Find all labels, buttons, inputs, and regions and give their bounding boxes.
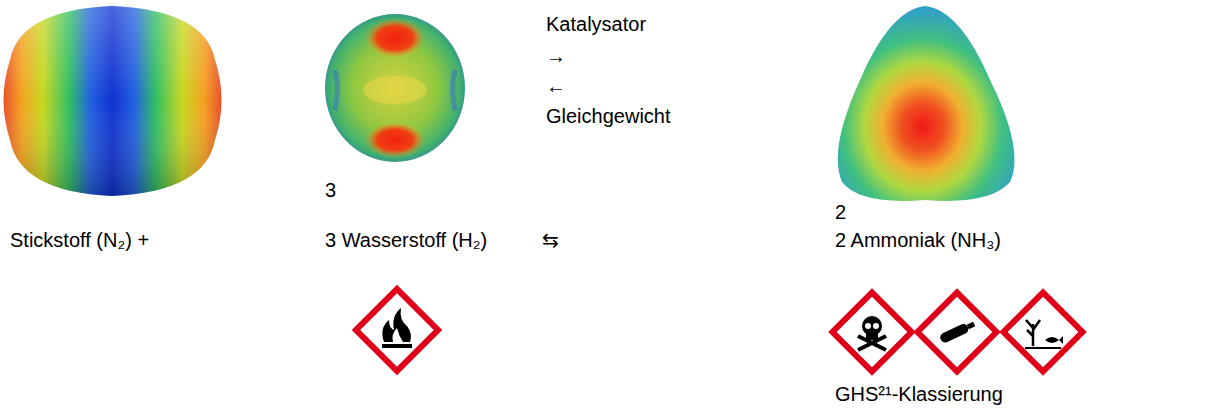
coefficient-number: 3 — [325, 178, 336, 202]
coefficient-number: 2 — [835, 200, 846, 224]
product-label: 2 Ammoniak (NH₃) — [835, 228, 1001, 252]
reactant-label: 3 Wasserstoff (H₂) — [325, 228, 487, 252]
reverse-arrow: ← — [546, 74, 566, 98]
equilibrium-arrow: ⇆ — [542, 228, 559, 252]
forward-arrow: → — [546, 44, 566, 68]
ghs-caption: GHS²¹-Klassierung — [835, 382, 1003, 406]
equilibrium-label: Gleichgewicht — [546, 104, 671, 128]
catalyst-label: Katalysator — [546, 12, 646, 36]
reactant-label: Stickstoff (N₂) + — [10, 228, 149, 252]
